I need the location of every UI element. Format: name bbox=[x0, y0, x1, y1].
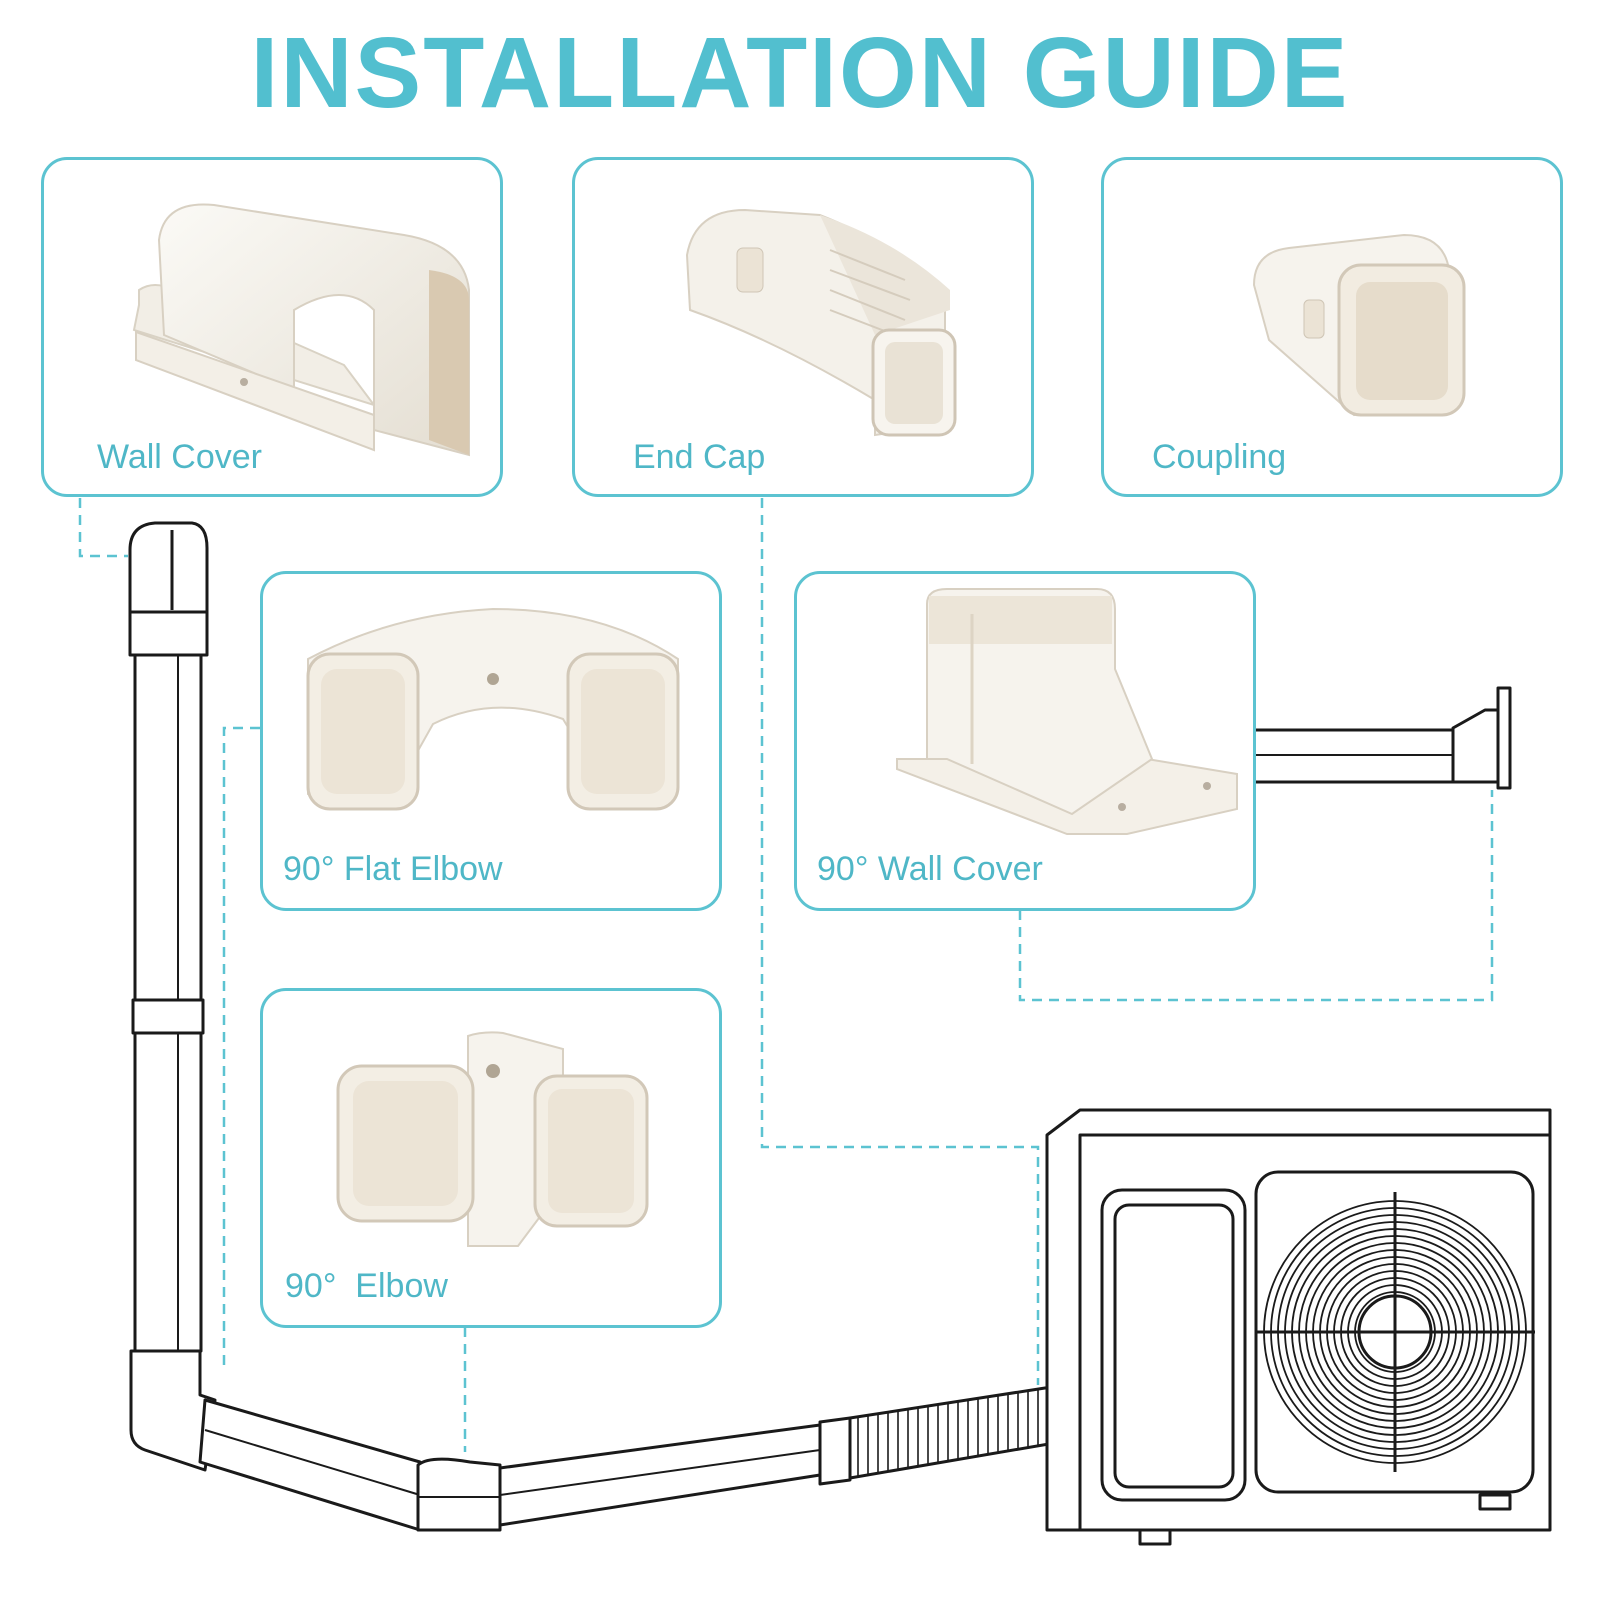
elbow-part-icon bbox=[336, 1031, 649, 1247]
duct-run-left bbox=[198, 1398, 422, 1532]
end-cap-part-icon bbox=[685, 208, 957, 437]
wall-cover-part-icon bbox=[132, 203, 470, 457]
page-title: INSTALLATION GUIDE bbox=[250, 17, 1350, 129]
duct-bottom-elbow bbox=[129, 1349, 217, 1472]
flat-elbow-part-icon bbox=[306, 607, 680, 811]
vertical-duct bbox=[128, 521, 209, 1353]
coupling-part-icon bbox=[1252, 233, 1466, 417]
wall-flange bbox=[1451, 708, 1500, 784]
leader-flat-elbow bbox=[222, 726, 260, 1370]
leader-lines bbox=[78, 498, 1494, 1452]
duct-top-joint bbox=[128, 610, 209, 657]
duct-top-cap bbox=[128, 521, 209, 614]
part-label-wall-cover: Wall Cover bbox=[97, 438, 262, 476]
flexible-duct bbox=[848, 1386, 1074, 1480]
card-wall-cover-90: 90° Wall Cover bbox=[794, 571, 1256, 911]
card-end-cap: End Cap bbox=[572, 157, 1034, 497]
leader-wall-cover-90 bbox=[1018, 790, 1494, 1002]
fan-icon bbox=[1255, 1192, 1535, 1472]
part-label-flat-elbow: 90° Flat Elbow bbox=[283, 850, 503, 888]
duct-flat-elbow-bottom bbox=[416, 1457, 502, 1532]
duct-segment-upper bbox=[133, 653, 203, 1002]
ac-foot-left bbox=[1138, 1528, 1172, 1546]
card-wall-cover: Wall Cover bbox=[41, 157, 503, 497]
duct-run-right bbox=[498, 1423, 822, 1527]
leader-wall-cover bbox=[78, 498, 128, 558]
right-wall-duct bbox=[1251, 686, 1512, 790]
part-label-elbow: 90° Elbow bbox=[285, 1267, 448, 1305]
duct-end-cap bbox=[818, 1416, 852, 1486]
card-flat-elbow: 90° Flat Elbow bbox=[260, 571, 722, 911]
outdoor-ac-unit bbox=[1045, 1108, 1552, 1546]
part-label-wall-cover-90: 90° Wall Cover bbox=[817, 850, 1043, 888]
horizontal-duct bbox=[129, 1349, 852, 1532]
ac-foot-right bbox=[1478, 1493, 1512, 1511]
card-elbow: 90° Elbow bbox=[260, 988, 722, 1328]
leader-end-cap bbox=[760, 498, 1040, 1385]
card-coupling: Coupling bbox=[1101, 157, 1563, 497]
part-label-end-cap: End Cap bbox=[633, 438, 766, 476]
duct-segment-lower bbox=[133, 1031, 203, 1353]
wall-cover-90-part-icon bbox=[896, 588, 1238, 835]
part-label-coupling: Coupling bbox=[1152, 438, 1287, 476]
duct-coupling-joint bbox=[131, 998, 205, 1035]
